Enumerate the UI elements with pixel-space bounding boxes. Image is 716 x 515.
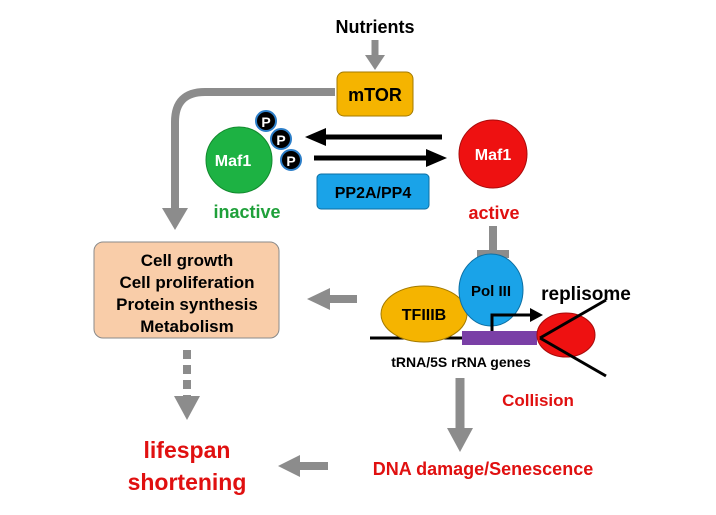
transcription-start-arrowhead <box>530 308 543 322</box>
outcome-metabolism: Metabolism <box>140 317 234 336</box>
mtor-to-growth-arrowhead <box>162 208 188 230</box>
transcription-to-growth-arrowhead <box>307 288 330 310</box>
maf1-inactive-label: Maf1 <box>215 153 252 170</box>
cellular-outcomes-box <box>93 241 280 339</box>
pp2a-pp4-box <box>316 173 430 210</box>
dna-damage-label: DNA damage/Senescence <box>373 459 593 479</box>
outcome-protein-synthesis: Protein synthesis <box>116 295 258 314</box>
phospho-group: P P P <box>255 110 302 171</box>
phospho-label-2: P <box>276 132 285 148</box>
phospho-label-3: P <box>286 153 295 169</box>
maf1-inactive-node <box>205 126 273 194</box>
trna-gene-bar <box>462 331 537 345</box>
nutrients-label: Nutrients <box>335 17 414 37</box>
growth-to-lifespan-arrowhead <box>174 396 200 420</box>
maf1-active-node <box>458 119 528 189</box>
collision-label: Collision <box>502 391 574 410</box>
mtor-label: mTOR <box>348 85 402 105</box>
replisome-label: replisome <box>541 284 631 305</box>
replication-fork-upper <box>539 298 607 340</box>
lifespan-label-line1: lifespan <box>144 437 231 463</box>
outcome-cell-growth: Cell growth <box>141 251 234 270</box>
nutrients-arrow-head <box>365 55 385 70</box>
mtor-box <box>336 71 414 117</box>
phospho-label-1: P <box>261 114 270 130</box>
active-label: active <box>468 203 519 223</box>
phospho-icon <box>280 149 302 171</box>
mtor-to-growth-arrow <box>171 88 335 212</box>
collision-to-damage-arrowhead <box>447 428 473 452</box>
pol3-label: Pol III <box>471 283 511 300</box>
damage-to-lifespan-arrowhead <box>278 455 300 477</box>
outcome-cell-proliferation: Cell proliferation <box>119 273 254 292</box>
pp2a-pp4-label: PP2A/PP4 <box>335 185 412 202</box>
maf1-active-label: Maf1 <box>475 147 512 164</box>
lifespan-label-line2: shortening <box>128 469 247 495</box>
inactive-label: inactive <box>213 202 280 222</box>
phospho-icon <box>270 128 292 150</box>
inactive-to-active-arrowhead <box>426 149 447 167</box>
replication-fork-lower <box>539 336 607 378</box>
transcription-start-arrow <box>490 313 532 331</box>
phospho-icon <box>255 110 277 132</box>
genes-label: tRNA/5S rRNA genes <box>391 354 531 370</box>
tfiiib-label: TFIIIB <box>402 307 446 324</box>
active-to-inactive-arrowhead <box>305 128 326 146</box>
